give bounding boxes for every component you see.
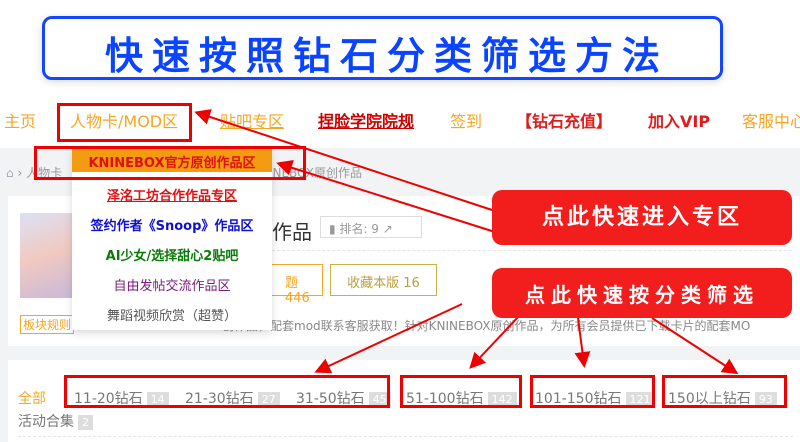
filter-all[interactable]: 全部 [18,391,46,407]
annotation-box [64,375,390,408]
dropdown-item[interactable]: AI少女/选择甜心2贴吧 [105,249,239,264]
arrow-line [469,314,521,369]
forum-name: 作品 [272,220,312,244]
forum-avatar [20,213,72,298]
arrow-line [314,303,463,374]
arrow-line [574,317,591,368]
topics-button[interactable]: 题 446 [240,264,323,306]
rank-badge: ▮ 排名: 9 ↗ [320,216,422,238]
divider [272,250,792,251]
annotation-box [662,375,787,408]
forum-description: 创作品，配套mod联系客服获取！针对KNINEBOX原创作品，为所有会员提供已下… [222,319,751,333]
annotation-box [34,146,306,180]
arrow-line [276,159,496,233]
dropdown-item[interactable]: 泽洺工坊合作作品专区 [106,189,237,204]
divider [18,436,793,437]
annotation-box [530,375,655,408]
title-banner: 快速按照钻石分类筛选方法 [42,16,723,80]
nav-vip[interactable]: 加入VIP [648,112,711,131]
filter-card [8,360,800,442]
nav-signin[interactable]: 签到 [450,112,483,131]
nav-rules[interactable]: 捏脸学院院规 [318,112,415,131]
favorite-button[interactable]: 收藏本版 16 [330,264,437,296]
nav-service[interactable]: 客服中心 [742,112,800,131]
dropdown-item[interactable]: KNINEBOX官方原创作品区 [72,148,272,172]
annotation-box [57,103,192,142]
callout-filter: 点此快速按分类筛选 [492,268,792,318]
home-icon[interactable]: ⌂ [6,166,14,180]
callout-enter-zone: 点此快速进入专区 [492,190,792,245]
dropdown-item[interactable]: 自由发帖交流作品区 [113,279,231,294]
annotation-box [400,375,522,408]
nav-recharge[interactable]: 【钻石充值】 [516,112,613,131]
dropdown-item[interactable]: 舞蹈视频欣赏（超赞） [106,309,237,324]
trend-icon: ↗ [382,222,393,236]
nav-character-mod[interactable]: 人物卡/MOD区 [70,112,179,131]
bar-chart-icon: ▮ [329,222,336,236]
arrow-line [194,109,493,211]
arrow-line [651,317,739,375]
dropdown-item[interactable]: 签约作者《Snoop》作品区 [90,219,254,234]
banner-title: 快速按照钻石分类筛选方法 [105,34,670,78]
nav-home[interactable]: 主页 [4,112,37,131]
